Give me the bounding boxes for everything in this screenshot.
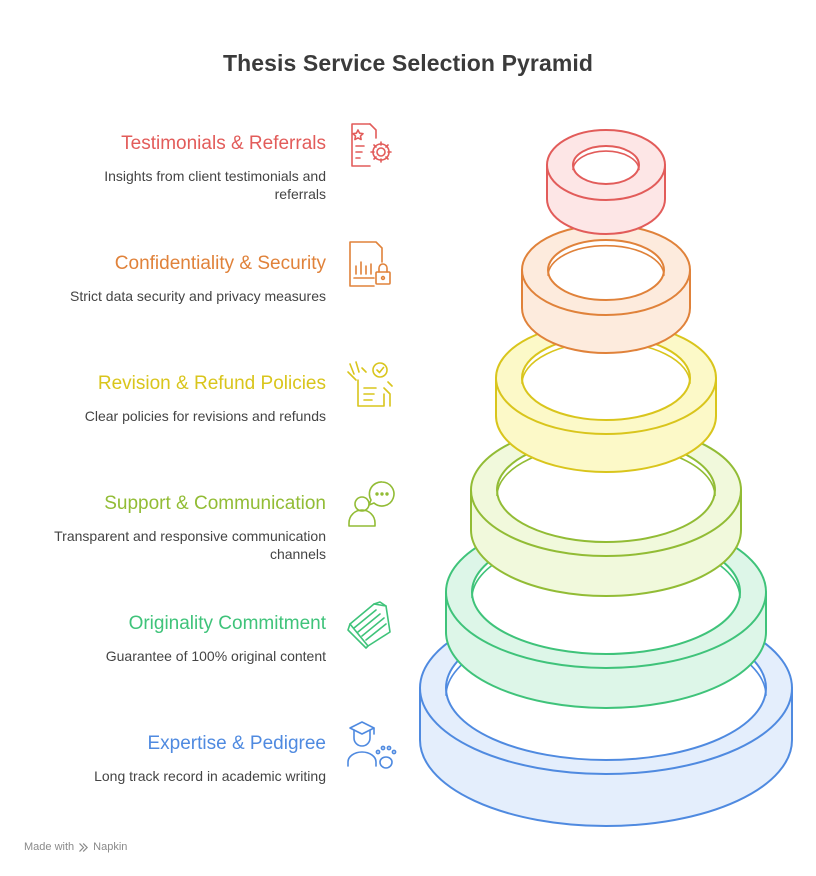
level-description: Long track record in academic writing: [94, 768, 326, 784]
footer: Made with Napkin: [24, 841, 127, 853]
level-heading: Support & Communication: [104, 493, 326, 514]
level-description: Clear policies for revisions and refunds: [84, 408, 326, 424]
level-description: Transparent and responsive communication…: [54, 528, 326, 562]
footer-prefix: Made with: [24, 841, 75, 853]
level-heading: Confidentiality & Security: [114, 253, 326, 274]
pyramid-ring: [521, 224, 691, 354]
level-heading: Testimonials & Referrals: [121, 133, 326, 154]
document-chart-lock-icon: [344, 238, 398, 292]
person-chat-bubble-icon: [344, 478, 398, 532]
level-description: Strict data security and privacy measure…: [70, 288, 326, 304]
level-heading: Expertise & Pedigree: [147, 733, 327, 754]
level-heading: Revision & Refund Policies: [97, 373, 326, 394]
level-expertise-pedigree: Expertise & Pedigree Long track record i…: [0, 733, 326, 785]
napkin-logo-icon: [79, 842, 89, 852]
pyramid-ring: [546, 129, 666, 235]
level-description: Insights from client testimonials and re…: [104, 168, 326, 202]
level-originality: Originality Commitment Guarantee of 100%…: [0, 613, 326, 665]
level-confidentiality-security: Confidentiality & Security Strict data s…: [0, 253, 326, 305]
page-title: Thesis Service Selection Pyramid: [222, 50, 594, 76]
level-description: Guarantee of 100% original content: [105, 648, 326, 664]
graduate-pedigree-icon: [344, 718, 398, 772]
level-revision-refund: Revision & Refund Policies Clear policie…: [0, 373, 326, 425]
pyramid-ring: [495, 321, 717, 473]
footer-brand: Napkin: [93, 841, 128, 853]
checklist-hand-icon: [344, 358, 398, 412]
level-support-communication: Support & Communication Transparent and …: [0, 493, 326, 563]
level-heading: Originality Commitment: [128, 613, 326, 634]
level-testimonials-referrals: Testimonials & Referrals Insights from c…: [0, 133, 326, 203]
paper-stack-icon: [344, 598, 398, 652]
document-star-gear-icon: [344, 118, 398, 172]
